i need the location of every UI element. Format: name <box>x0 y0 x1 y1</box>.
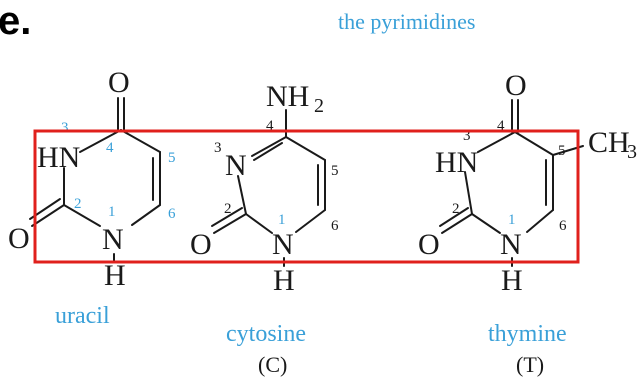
cytosine-abbr: (C) <box>258 352 287 377</box>
thymine-atom-ch: CH <box>588 126 630 159</box>
thymine-num-6: 6 <box>559 218 567 234</box>
uracil-num-3: 3 <box>61 120 69 136</box>
header-fragment: e. <box>0 0 31 43</box>
thymine-atom-hn: HN <box>435 146 478 179</box>
thymine-atom-n1: N <box>500 228 522 261</box>
bond-c2-o <box>213 213 247 234</box>
uracil-atom-o-left: O <box>8 222 30 255</box>
bond-c2-o <box>441 213 473 234</box>
cytosine-num-3: 3 <box>214 140 222 156</box>
thymine-abbr: (T) <box>516 352 544 377</box>
bond-c2-n1 <box>471 213 501 234</box>
bond-c2-o <box>31 204 65 227</box>
cytosine-num-4: 4 <box>266 118 274 134</box>
thymine-num-2: 2 <box>452 201 460 217</box>
uracil-num-4: 4 <box>106 140 114 156</box>
thymine-num-3: 3 <box>463 128 471 144</box>
cytosine-num-6: 6 <box>331 218 339 234</box>
cytosine-num-1: 1 <box>278 212 286 228</box>
bond-n3-c2 <box>237 175 247 215</box>
thymine-atom-o-top: O <box>505 69 527 102</box>
bond-c4-n3 <box>79 129 122 153</box>
cytosine-structure: NH 2 N N H O 4 3 5 2 1 6 cytosine (C) <box>190 80 339 377</box>
bond-c4-c5 <box>285 136 326 161</box>
cytosine-name: cytosine <box>226 321 306 347</box>
thymine-structure: O HN CH 3 N H O 3 4 5 2 1 6 thymine (T) <box>418 69 637 377</box>
cytosine-atom-h: H <box>273 264 295 297</box>
thymine-num-5: 5 <box>558 143 566 159</box>
bond-c4-n3 <box>477 131 516 153</box>
thymine-atom-h: H <box>501 264 523 297</box>
bond-c4-c5 <box>120 129 161 153</box>
cytosine-atom-o: O <box>190 228 212 261</box>
uracil-atom-n1: N <box>102 223 124 256</box>
bond-c2-o-double <box>439 207 469 227</box>
thymine-atom-ch-sub: 3 <box>627 141 637 163</box>
bond-c4-n3-double <box>253 142 283 161</box>
bond-c2-n1 <box>245 213 273 234</box>
bond-c6-n1 <box>295 209 326 233</box>
cytosine-atom-nh: NH <box>266 80 309 113</box>
uracil-num-1: 1 <box>108 204 116 220</box>
cytosine-atom-nh-sub: 2 <box>314 95 324 117</box>
bond-c2-n1 <box>63 204 101 227</box>
bond-c2-o-double <box>211 207 243 227</box>
thymine-num-4: 4 <box>497 118 505 134</box>
cytosine-num-2: 2 <box>224 201 232 217</box>
uracil-structure: O HN N H O 3 4 5 6 2 1 uracil <box>8 66 176 329</box>
uracil-atom-hn: HN <box>37 141 80 174</box>
bond-c4-c5 <box>514 131 554 156</box>
bond-n3-c2 <box>464 171 473 215</box>
uracil-atom-o-top: O <box>108 66 130 99</box>
thymine-num-1: 1 <box>508 212 516 228</box>
bond-c6-n1 <box>131 204 161 226</box>
thymine-name: thymine <box>488 321 567 347</box>
bond-c6-n1 <box>526 209 554 233</box>
cytosine-atom-n3: N <box>225 149 247 182</box>
heading: the pyrimidines <box>338 9 475 34</box>
uracil-name: uracil <box>55 303 110 329</box>
bond-c4-n3 <box>251 136 287 157</box>
cytosine-num-5: 5 <box>331 163 339 179</box>
uracil-num-2: 2 <box>74 196 82 212</box>
thymine-atom-o: O <box>418 228 440 261</box>
cytosine-atom-n1: N <box>272 228 294 261</box>
uracil-num-5: 5 <box>168 150 176 166</box>
uracil-num-6: 6 <box>168 206 176 222</box>
highlight-box <box>33 129 580 264</box>
uracil-atom-h: H <box>104 259 126 292</box>
